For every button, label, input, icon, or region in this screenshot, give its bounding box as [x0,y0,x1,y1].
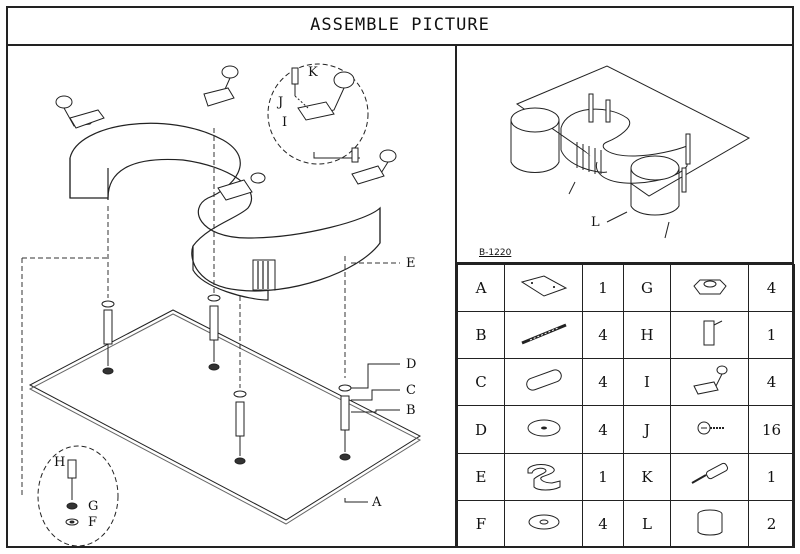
bracket-middle [217,172,266,201]
tube-leg-icon [504,358,583,407]
part-quantity: 4 [748,263,795,313]
threaded-rod-icon [504,311,583,360]
bracket-icon [670,358,749,407]
part-letter: H [623,311,671,360]
callout-j: J [276,95,283,110]
callout-i: I [282,115,287,130]
washer-icon [504,405,583,454]
callout-h: H [54,455,65,470]
part-quantity: 4 [582,358,624,407]
assembled-view: L [457,46,794,264]
part-letter: A [457,263,505,313]
page-title: ASSEMBLE PICTURE [310,15,490,35]
callout-g: G [88,499,98,514]
part-quantity: 4 [582,499,624,549]
glass-plate [28,309,422,521]
part-letter: C [457,358,505,407]
part-letter: L [623,499,671,549]
model-code: B-1220 [479,248,512,258]
part-letter: I [623,358,671,407]
callout-leaders [344,363,400,503]
flat-washer-icon [504,499,583,549]
leader-l [606,211,628,223]
part-letter: K [623,452,671,501]
s-base-icon [504,452,583,501]
part-letter: B [457,311,505,360]
screwdriver-icon [670,452,749,501]
bracket-detail-right [351,147,397,185]
part-quantity: 1 [748,311,795,360]
assembled-stool-back [510,107,560,173]
callout-l: L [591,215,600,230]
assembled-stool-front [630,155,680,216]
part-quantity: 1 [582,452,624,501]
part-quantity: 16 [748,405,795,454]
leg-4 [338,384,352,461]
part-quantity: 2 [748,499,795,549]
part-quantity: 1 [582,263,624,313]
hex-key-icon [670,311,749,360]
part-quantity: 4 [582,405,624,454]
part-quantity: 4 [582,311,624,360]
stool-icon [670,499,749,549]
guide-lines [21,128,400,498]
bracket-top-left [55,95,105,129]
screw-icon [670,405,749,454]
vertical-divider [455,46,457,548]
nut-icon [670,263,749,313]
leg-3 [233,390,247,465]
callout-e: E [406,256,416,271]
detail-circle-bottom [37,445,119,547]
part-quantity: 4 [748,358,795,407]
bracket-top-right [203,65,239,107]
part-letter: D [457,405,505,454]
callout-a: A [371,495,382,510]
part-letter: E [457,452,505,501]
s-shaped-base [69,122,381,301]
callout-d: D [406,357,416,372]
assembled-legs [568,93,691,239]
callout-c: C [406,383,416,398]
callout-f: F [88,515,97,530]
part-letter: G [623,263,671,313]
glass-plate-icon [504,263,583,313]
part-letter: F [457,499,505,549]
leg-2 [207,294,221,371]
part-quantity: 1 [748,452,795,501]
assembly-drawing: E D C B A K J I H G F [21,63,422,547]
glass-plate-edge [28,313,422,525]
leg-1 [101,300,115,375]
callout-b: B [406,403,416,418]
detail-circle-top [267,63,369,165]
part-letter: J [623,405,671,454]
callout-k: K [308,65,318,80]
title-bar: ASSEMBLE PICTURE [6,6,794,46]
